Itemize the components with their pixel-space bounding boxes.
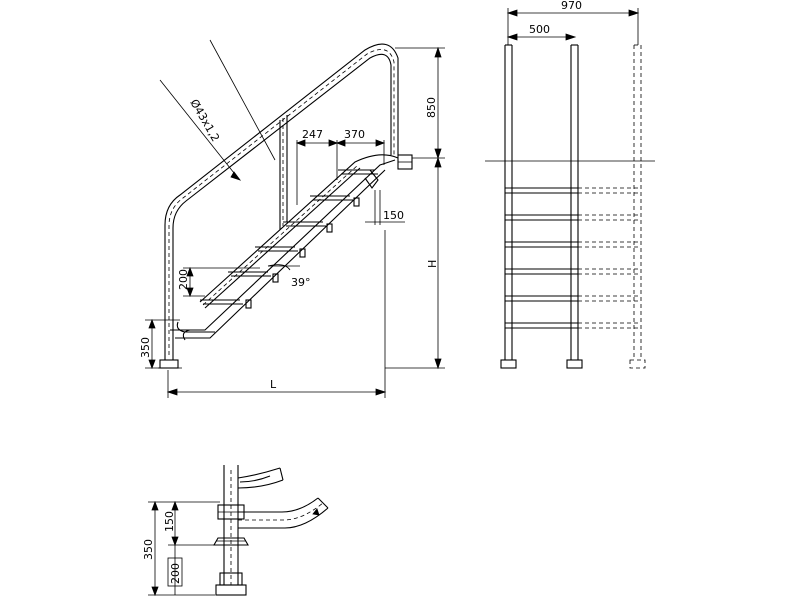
length-label: L bbox=[270, 378, 277, 391]
dim-370-label: 370 bbox=[344, 128, 365, 141]
angle-label: 39° bbox=[291, 276, 311, 289]
front-view: 970 500 bbox=[485, 0, 655, 369]
rail-height-label: 850 bbox=[425, 97, 438, 118]
handrail bbox=[164, 43, 399, 360]
dim-150-step-label: 150 bbox=[383, 209, 404, 222]
detail-200-label: 200 bbox=[169, 563, 182, 584]
side-view: Ø43x1,2 850 247 370 150 39° 200 350 L H bbox=[139, 39, 445, 398]
foot-height-label: 350 bbox=[139, 337, 152, 358]
dim-247-label: 247 bbox=[302, 128, 323, 141]
height-label: H bbox=[426, 260, 439, 268]
foot-plate bbox=[159, 359, 179, 369]
detail-view: 150 350 200 bbox=[142, 465, 329, 597]
detail-150-label: 150 bbox=[163, 511, 176, 532]
treads bbox=[200, 169, 378, 309]
step-rise-label: 200 bbox=[177, 269, 190, 290]
front-treads bbox=[505, 187, 641, 329]
post-spacing-label: 500 bbox=[529, 23, 550, 36]
detail-350-label: 350 bbox=[142, 539, 155, 560]
overall-width-label: 970 bbox=[561, 0, 582, 12]
